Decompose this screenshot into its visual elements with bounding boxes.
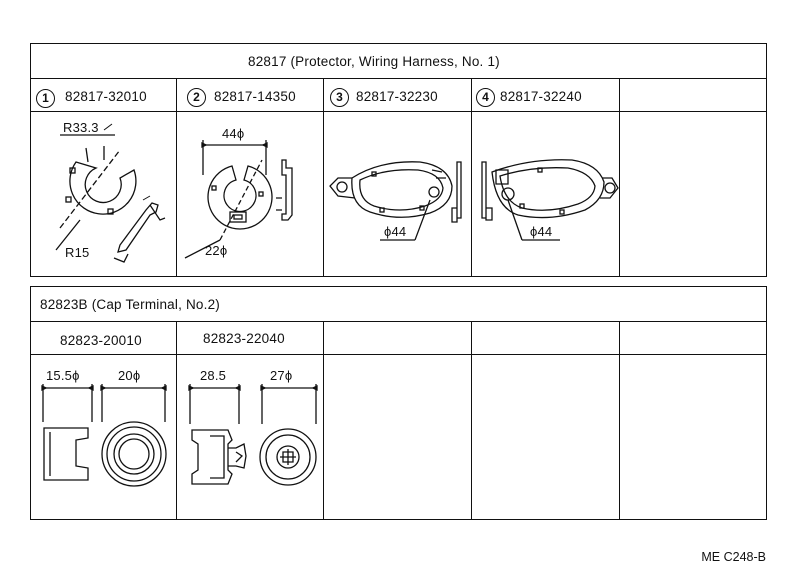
section1-header: 82817 (Protector, Wiring Harness, No. 1)	[248, 54, 500, 69]
cap1-dim-length: 15.5ϕ	[46, 368, 80, 383]
part-index-4: 4	[476, 88, 495, 107]
col-divider	[176, 78, 177, 277]
col-divider	[176, 321, 177, 520]
cap2-dim-length: 28.5	[200, 368, 227, 383]
col-divider	[323, 321, 324, 520]
cap1-dim-dia: 20ϕ	[118, 368, 141, 383]
part-number-4: 82817-32240	[500, 89, 582, 104]
col-divider	[323, 78, 324, 277]
cap-part-number-2: 82823-22040	[203, 331, 285, 346]
section2-table	[30, 286, 767, 520]
part-index-3: 3	[330, 88, 349, 107]
drawing-code: ME C248-B	[701, 550, 766, 564]
part-number-1: 82817-32010	[65, 89, 147, 104]
part4-dim-dia: ϕ44	[530, 224, 553, 239]
col-divider	[471, 321, 472, 520]
part2-dim-inner-dia: 22ϕ	[205, 243, 228, 258]
part3-dim-dia: ϕ44	[384, 224, 407, 239]
section1-header-divider	[30, 78, 767, 79]
part2-dim-outer-dia: 44ϕ	[222, 126, 245, 141]
section1-table	[30, 43, 767, 277]
part-number-2: 82817-14350	[214, 89, 296, 104]
cap2-dim-dia: 27ϕ	[270, 368, 293, 383]
section2-header-divider	[30, 321, 767, 322]
part-index-2: 2	[187, 88, 206, 107]
section1-label-divider	[30, 111, 767, 112]
part1-dim-inner-radius: R15	[65, 245, 90, 260]
col-divider	[619, 321, 620, 520]
cap-part-number-1: 82823-20010	[60, 333, 142, 348]
part-index-1: 1	[36, 89, 55, 108]
section2-label-divider	[30, 354, 767, 355]
part1-dim-outer-radius: R33.3	[63, 120, 99, 135]
section2-header: 82823B (Cap Terminal, No.2)	[40, 297, 220, 312]
col-divider	[471, 78, 472, 277]
col-divider	[619, 78, 620, 277]
part-number-3: 82817-32230	[356, 89, 438, 104]
